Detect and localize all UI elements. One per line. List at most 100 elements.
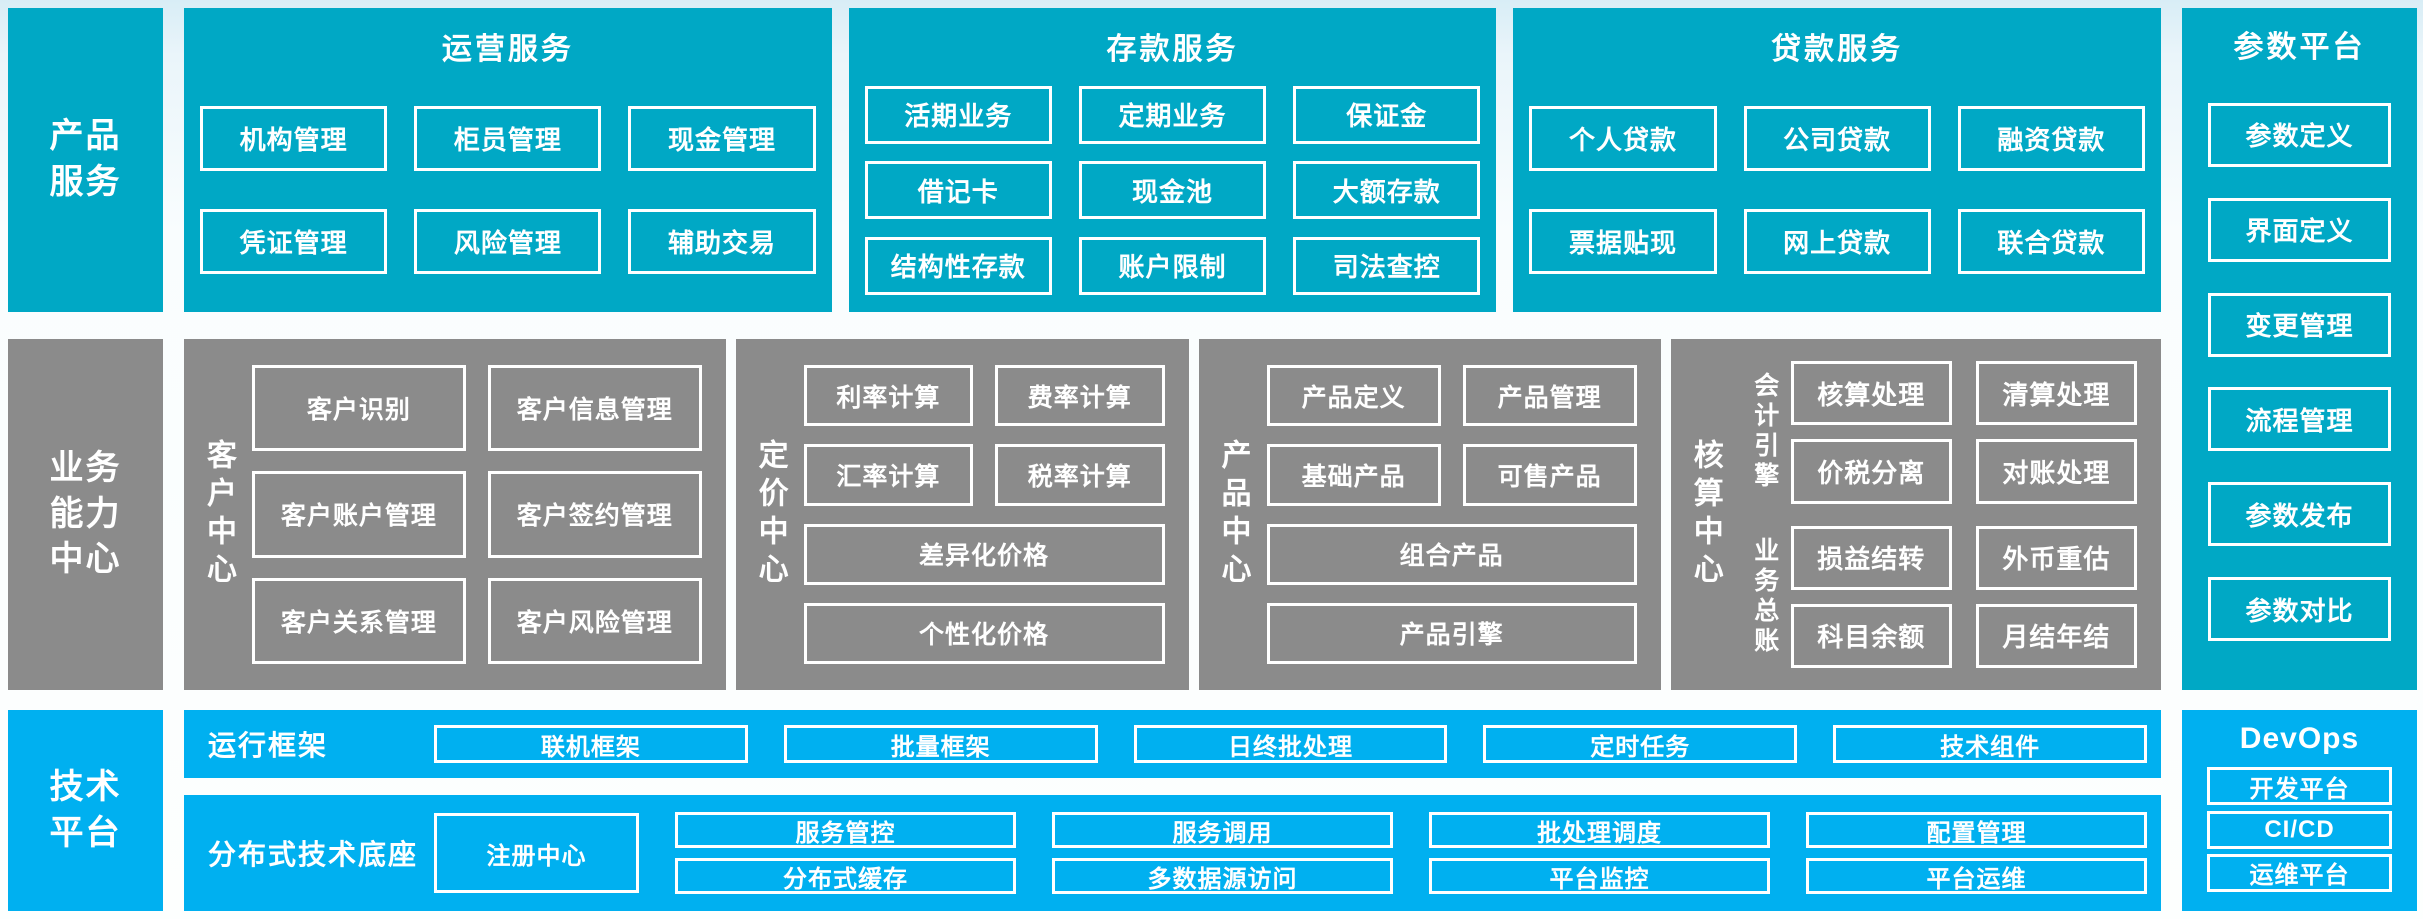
service-box: 清算处理 [1975,361,2137,426]
sidebar-label-tech-platform: 技术 平台 [8,710,163,911]
panel-vertical-label: 核算中心 [1688,438,1722,591]
group-vertical-label: 会计引擎 [1750,372,1779,493]
service-box: 科目余额 [1790,603,1952,668]
service-box: 外币重估 [1975,525,2137,590]
service-box: 联机框架 [434,725,748,763]
sidebar-label-business-capability-center: 业务 能力 中心 [8,339,163,690]
sidebar-label-line: 能力 [49,494,122,533]
service-box: 多数据源访问 [1052,858,1393,894]
loan-boxes: 个人贷款 公司贷款 融资贷款 票据贴现 网上贷款 联合贷款 [1513,68,2161,312]
service-box: 组合产品 [1266,523,1637,585]
service-box: 柜员管理 [414,106,602,171]
service-box: 账户限制 [1078,236,1267,295]
service-box: 配置管理 [1806,812,2147,848]
panel-product-center: 产品中心 产品定义 产品管理 基础产品 可售产品 组合产品 产品引擎 [1198,339,1661,690]
panel-vertical-label: 产品中心 [1216,438,1250,591]
band-label: 运行框架 [208,730,329,761]
service-box: 现金管理 [628,106,816,171]
service-box: 差异化价格 [803,523,1165,585]
accounting-engine-group: 会计引擎 核算处理 清算处理 价税分离 对账处理 [1739,361,2137,504]
service-box: 结构性存款 [864,236,1052,295]
service-box: 个性化价格 [803,602,1165,664]
service-box: 参数定义 [2208,102,2391,167]
service-box: 产品引擎 [1266,602,1637,664]
panel-title: DevOps [2239,722,2360,755]
panel-accounting-center: 核算中心 会计引擎 核算处理 清算处理 价税分离 对账处理 业务总账 损益结转 … [1670,339,2161,690]
service-box: CI/CD [2207,810,2392,849]
service-box: 客户关系管理 [252,577,466,664]
service-box: 利率计算 [803,365,974,427]
accounting-groups: 会计引擎 核算处理 清算处理 价税分离 对账处理 业务总账 损益结转 外币重估 … [1739,339,2161,690]
sidebar-label-product-services: 产品 服务 [8,8,163,312]
sidebar-label-line: 平台 [49,813,122,852]
service-box: 网上贷款 [1743,209,1931,274]
service-box: 分布式缓存 [675,858,1016,894]
accounting-engine-boxes: 核算处理 清算处理 价税分离 对账处理 [1790,361,2137,504]
band-distributed-base: 分布式技术底座 注册中心 服务管控 服务调用 批处理调度 配置管理 分布式缓存 … [184,795,2161,911]
service-box: 汇率计算 [803,444,974,506]
service-box: 个人贷款 [1529,106,1717,171]
business-ledger-group: 业务总账 损益结转 外币重估 科目余额 月结年结 [1739,525,2137,668]
runtime-boxes: 联机框架 批量框架 日终批处理 定时任务 技术组件 [434,725,2161,763]
service-box: 客户账户管理 [252,471,466,558]
service-box: 月结年结 [1975,603,2137,668]
service-box: 保证金 [1293,85,1481,144]
service-box: 大额存款 [1293,161,1481,219]
panel-operations-services: 运营服务 机构管理 柜员管理 现金管理 凭证管理 风险管理 辅助交易 [184,8,832,312]
service-box: 产品定义 [1266,365,1441,427]
deposit-boxes: 活期业务 定期业务 保证金 借记卡 现金池 大额存款 结构性存款 账户限制 司法… [849,68,1497,312]
panel-devops: DevOps 开发平台 CI/CD 运维平台 [2182,710,2417,911]
service-box: 对账处理 [1975,439,2137,504]
group-vertical-label: 业务总账 [1750,536,1779,657]
service-box: 客户识别 [252,365,466,452]
panel-loan-services: 贷款服务 个人贷款 公司贷款 融资贷款 票据贴现 网上贷款 联合贷款 [1513,8,2162,312]
service-box: 流程管理 [2208,387,2391,452]
panel-vertical-label: 定价中心 [753,438,787,591]
sidebar-label-line: 产品 [49,117,122,156]
service-box: 现金池 [1078,161,1267,219]
service-box: 辅助交易 [628,209,816,274]
service-box: 产品管理 [1462,365,1637,427]
service-box: 风险管理 [414,209,602,274]
service-box: 定期业务 [1078,85,1267,144]
service-box: 平台监控 [1429,858,1770,894]
operations-boxes: 机构管理 柜员管理 现金管理 凭证管理 风险管理 辅助交易 [184,68,832,312]
pricing-center-boxes: 利率计算 费率计算 汇率计算 税率计算 差异化价格 个性化价格 [803,339,1189,690]
service-box: 基础产品 [1266,444,1441,506]
devops-boxes: 开发平台 CI/CD 运维平台 [2182,760,2417,911]
panel-deposit-services: 存款服务 活期业务 定期业务 保证金 借记卡 现金池 大额存款 结构性存款 账户… [848,8,1497,312]
service-box: 司法查控 [1293,236,1481,295]
panel-title: 贷款服务 [1771,33,1904,66]
service-box: 运维平台 [2207,853,2392,892]
registry-center-box: 注册中心 [434,813,639,893]
service-box: 联合贷款 [1957,209,2145,274]
sidebar-label-line: 技术 [49,767,122,806]
service-box: 开发平台 [2207,767,2392,806]
service-box: 费率计算 [995,365,1165,427]
business-capability-row: 客户中心 客户识别 客户信息管理 客户账户管理 客户签约管理 客户关系管理 客户… [184,339,2161,690]
service-box: 客户信息管理 [487,365,702,452]
panel-title: 存款服务 [1106,33,1239,66]
service-box: 技术组件 [1833,725,2147,763]
service-box: 参数发布 [2208,482,2391,547]
service-box: 平台运维 [1806,858,2147,894]
service-box: 损益结转 [1790,525,1952,590]
sidebar-label-line: 业务 [49,448,122,487]
service-box: 借记卡 [864,161,1052,219]
panel-vertical-label: 客户中心 [202,438,235,591]
service-box: 税率计算 [995,444,1165,506]
service-box: 机构管理 [200,106,388,171]
band-runtime-framework: 运行框架 联机框架 批量框架 日终批处理 定时任务 技术组件 [184,710,2161,778]
service-box: 定时任务 [1483,725,1798,763]
service-box: 批量框架 [783,725,1098,763]
service-box: 活期业务 [864,85,1052,144]
panel-pricing-center: 定价中心 利率计算 费率计算 汇率计算 税率计算 差异化价格 个性化价格 [735,339,1189,690]
panel-customer-center: 客户中心 客户识别 客户信息管理 客户账户管理 客户签约管理 客户关系管理 客户… [184,339,726,690]
service-box: 公司贷款 [1743,106,1931,171]
service-box: 可售产品 [1462,444,1637,506]
service-box: 客户签约管理 [487,471,702,558]
service-box: 核算处理 [1790,361,1952,426]
panel-parameter-platform: 参数平台 参数定义 界面定义 变更管理 流程管理 参数发布 参数对比 [2182,8,2417,690]
product-services-row: 运营服务 机构管理 柜员管理 现金管理 凭证管理 风险管理 辅助交易 存款服务 … [184,8,2162,312]
